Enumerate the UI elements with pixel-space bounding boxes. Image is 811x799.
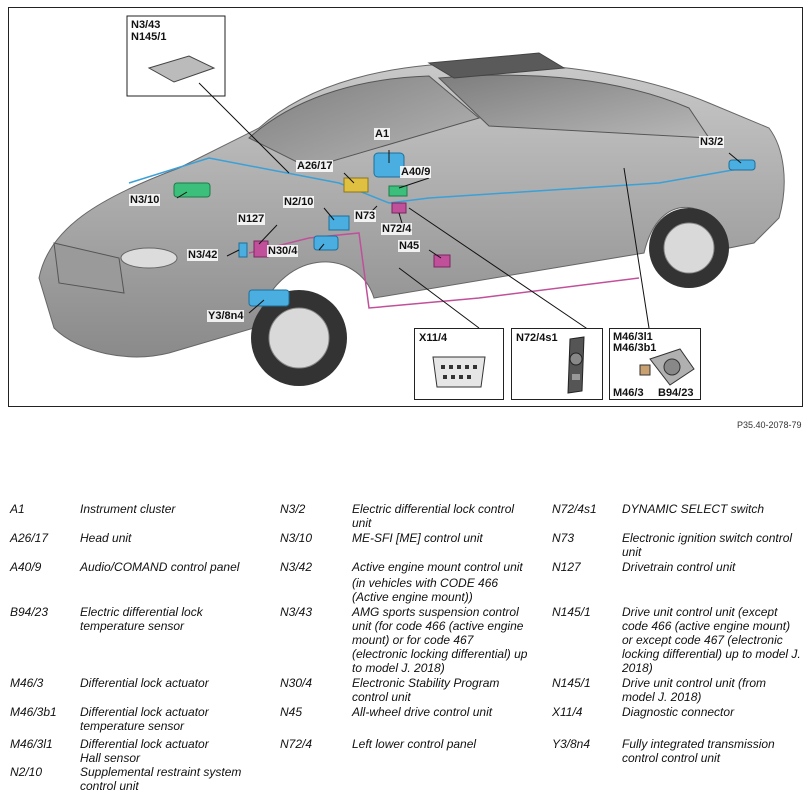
inset-n72-4s1: N72/4s1: [511, 328, 603, 400]
legend-desc: Fully integrated transmission control co…: [622, 737, 775, 765]
inset-m46-3-label: M46/3: [613, 387, 644, 399]
wiring-blue: [128, 157, 745, 204]
connector-drawing: [432, 356, 486, 388]
component-n3-42: [238, 242, 248, 258]
legend-desc: Active engine mount control unit: [352, 560, 523, 574]
legend-desc: DYNAMIC SELECT switch: [622, 502, 765, 516]
legend-code: N45: [280, 705, 303, 719]
legend-desc: Left lower control panel: [352, 737, 477, 751]
legend-code: A26/17: [10, 531, 49, 545]
legend-code: N2/10: [10, 765, 43, 779]
figure-code: P35.40-2078-79: [737, 420, 802, 430]
legend-code: N73: [552, 531, 575, 545]
component-y3-8n4: [248, 289, 290, 307]
legend-desc: Electronic Stability Program control uni…: [352, 676, 500, 704]
callout-n45: N45: [398, 240, 421, 252]
callout-n3-42: N3/42: [187, 249, 219, 261]
inset-m46-3l1-label: M46/3l1: [613, 331, 653, 343]
callout-a26-17: A26/17: [296, 160, 334, 172]
inset-b94-23-label: B94/23: [658, 387, 694, 399]
callout-n145-1: N145/1: [130, 31, 168, 43]
legend-desc: Supplemental restraint system control un…: [80, 765, 242, 793]
callout-y3-8n4: Y3/8n4: [207, 310, 245, 322]
inset-n72-4s1-label: N72/4s1: [516, 332, 558, 344]
legend-desc: Audio/COMAND control panel: [80, 560, 240, 574]
inset-m46-3: M46/3l1 M46/3b1 M46/3 B94/23: [609, 328, 701, 400]
callout-n3-43: N3/43: [130, 19, 162, 31]
windshield: [248, 75, 481, 169]
callout-n73: N73: [354, 210, 377, 222]
component-n3-2: [728, 159, 756, 171]
legend-code: N127: [552, 560, 581, 574]
legend-desc: ME-SFI [ME] control unit: [352, 531, 483, 545]
component-a40-9: [388, 185, 408, 197]
legend-desc: Differential lock actuator: [80, 676, 209, 690]
legend-code: B94/23: [10, 605, 49, 619]
legend-code: N3/42: [280, 560, 313, 574]
component-n72-4: [391, 202, 407, 214]
inset-x11-4: X11/4: [414, 328, 504, 400]
inset-x11-4-label: X11/4: [419, 332, 448, 344]
legend-code: M46/3: [10, 676, 44, 690]
front-grille: [53, 242, 125, 294]
sunroof: [427, 52, 566, 79]
legend-desc: Electric differential lock control unit: [352, 502, 515, 530]
legend-desc: Instrument cluster: [80, 502, 176, 516]
callout-n2-10: N2/10: [283, 196, 315, 208]
legend-desc: All-wheel drive control unit: [352, 705, 493, 719]
component-n127: [253, 240, 269, 258]
callout-n3-10: N3/10: [129, 194, 161, 206]
module-n3-43: [147, 55, 216, 83]
legend-code: N3/10: [280, 531, 313, 545]
legend-code: N30/4: [280, 676, 313, 690]
legend-desc: Drive unit control unit (except code 466…: [622, 605, 801, 675]
legend-code: M46/3b1: [10, 705, 57, 719]
actuator-drawing: [639, 348, 695, 386]
wiring-pink: [248, 232, 640, 309]
callout-n127: N127: [237, 213, 266, 225]
legend-code: N3/43: [280, 605, 313, 619]
legend-code: A1: [10, 502, 25, 516]
legend-desc: Head unit: [80, 531, 132, 545]
callout-a40-9: A40/9: [400, 166, 432, 178]
legend-desc: Drivetrain control unit: [622, 560, 736, 574]
legend-code: N3/2: [280, 502, 306, 516]
callout-n72-4: N72/4: [381, 223, 413, 235]
legend-code: N72/4: [280, 737, 313, 751]
legend-desc: AMG sports suspension control unit (for …: [352, 605, 528, 675]
car-illustration: [38, 15, 785, 386]
component-n30-4: [313, 235, 339, 251]
legend-code: N145/1: [552, 676, 591, 690]
legend-code: X11/4: [552, 705, 583, 719]
vehicle-diagram: N3/43 N145/1 A1 A26/17 A40/9 N3/2 N3/10 …: [8, 7, 803, 407]
legend-desc: Diagnostic connector: [622, 705, 735, 719]
legend-code: A40/9: [10, 560, 42, 574]
legend-code: N72/4s1: [552, 502, 597, 516]
component-n45: [433, 254, 451, 268]
callout-n3-2: N3/2: [699, 136, 725, 148]
legend-desc: Differential lock actuator Hall sensor: [80, 737, 209, 765]
legend-desc: Drive unit control unit (from model J. 2…: [622, 676, 767, 704]
switch-drawing: [567, 336, 585, 394]
legend-code: Y3/8n4: [552, 737, 591, 751]
headlight: [120, 247, 178, 269]
inset-m46-3b1-label: M46/3b1: [613, 342, 657, 354]
legend-code: N145/1: [552, 605, 591, 619]
component-a26-17: [343, 177, 369, 193]
legend-desc: Electric differential lock temperature s…: [80, 605, 203, 633]
callout-a1: A1: [374, 128, 391, 140]
callout-n30-4: N30/4: [267, 245, 299, 257]
component-n3-10: [173, 182, 211, 198]
legend-desc-note: (in vehicles with CODE 466 (Active engin…: [352, 576, 499, 604]
legend-desc: Differential lock actuator temperature s…: [80, 705, 209, 733]
legend-code: M46/3l1: [10, 737, 53, 751]
legend-desc: Electronic ignition switch control unit: [622, 531, 793, 559]
